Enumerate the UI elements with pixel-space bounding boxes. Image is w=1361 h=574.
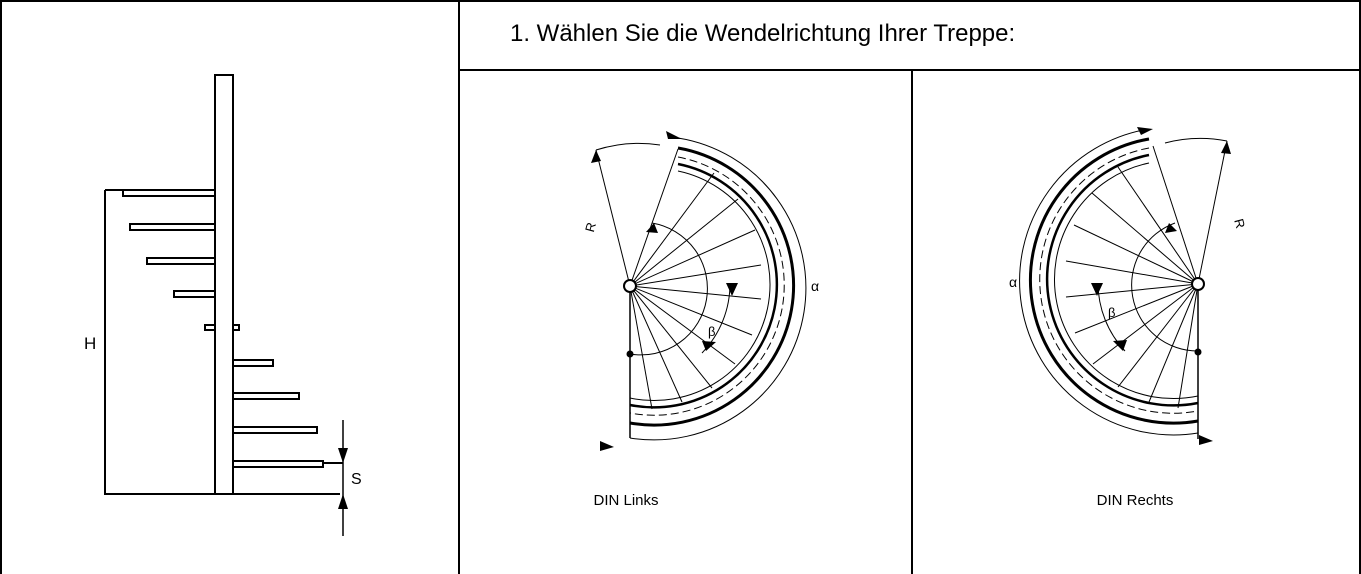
- side-view-height-label: H: [84, 334, 96, 353]
- beta-arrow-bottom: [1113, 340, 1127, 351]
- s-arrow-bottom: [338, 494, 348, 509]
- beta-arrow-top: [1091, 283, 1103, 296]
- center-post: [623, 279, 637, 293]
- alpha-label: α: [1009, 274, 1017, 290]
- top-entry-arrow: [666, 131, 682, 139]
- din-links-caption[interactable]: DIN Links: [593, 492, 659, 509]
- bottom-entry-arrow: [600, 441, 614, 451]
- stair-side-view: H S: [84, 74, 362, 536]
- radius-label: R: [582, 221, 599, 234]
- pivot-dot: [1194, 348, 1202, 356]
- side-view-step-label: S: [351, 471, 362, 488]
- inner-arc-arrow: [646, 223, 658, 233]
- radius-arrow: [591, 150, 601, 163]
- s-arrow-top: [338, 448, 348, 463]
- table-border-left: [0, 0, 2, 574]
- table-divider-main: [458, 0, 460, 574]
- table-divider-heading: [458, 69, 1361, 71]
- din-rechts-diagram[interactable]: R α β: [913, 71, 1359, 491]
- beta-label: β: [1108, 305, 1115, 320]
- center-post: [1191, 277, 1205, 291]
- din-rechts-caption[interactable]: DIN Rechts: [1096, 492, 1174, 509]
- bottom-entry-arrow: [1199, 435, 1213, 445]
- beta-arrow-top: [726, 283, 738, 296]
- instruction-heading: 1. Wählen Sie die Wendelrichtung Ihrer T…: [510, 20, 1016, 47]
- radius-label: R: [1231, 217, 1248, 230]
- inner-arc-arrow: [1165, 223, 1177, 233]
- pivot-dot: [626, 350, 634, 358]
- table-border-right: [1359, 0, 1361, 574]
- top-entry-arrow: [1137, 127, 1153, 135]
- table-border-top: [0, 0, 1361, 2]
- alpha-label: α: [811, 278, 819, 294]
- beta-label: β: [708, 324, 715, 339]
- din-links-diagram[interactable]: R α β: [460, 71, 908, 491]
- radius-arrow: [1221, 141, 1231, 154]
- beta-arrow-bottom: [702, 341, 716, 351]
- table-divider-options: [911, 69, 913, 574]
